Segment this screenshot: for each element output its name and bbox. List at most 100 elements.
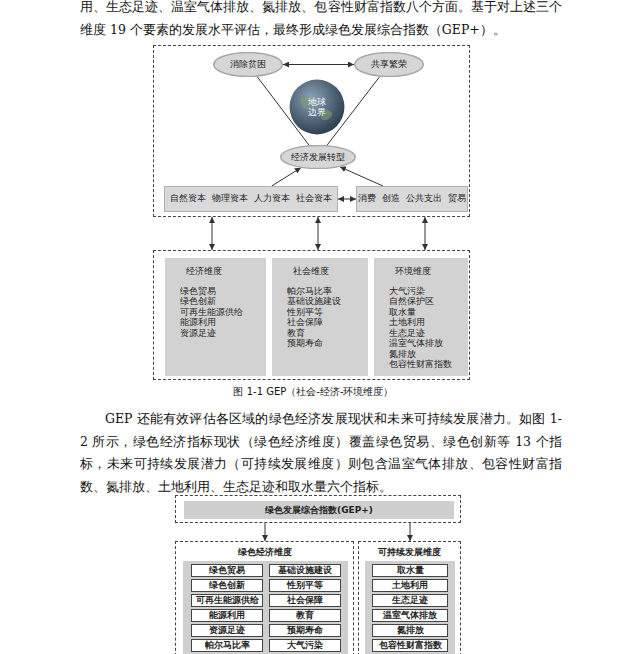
indicator-box: 土地利用 (372, 579, 448, 592)
node-text: 人力资本 (254, 193, 290, 205)
node-text: 社会保障 (287, 317, 368, 328)
indicator-box: 社会保障 (269, 594, 341, 607)
dimension-frame: 绿色经济维度绿色贸易 基础设施建设绿色创新 性别平等可再生能源供给 社会保障能源利用 教… (175, 541, 354, 654)
node-text: 可再生能源供给 (196, 595, 259, 607)
node-text: 绿色贸易 (180, 286, 266, 297)
node-text: 性别平等 (287, 307, 368, 318)
node-text: 物理资本 (212, 193, 248, 205)
node-text: 公共支出 (406, 193, 442, 205)
node-text: 创造 (382, 193, 400, 205)
connector (265, 523, 266, 541)
goal-ellipse: 共享繁荣 (354, 52, 424, 77)
node-text: 氮排放 (389, 349, 468, 360)
dimension-panel: 环境维度大气污染自然保护区取水量土地利用生态足迹温室气体排放氮排放包容性财富指数 (374, 258, 468, 376)
figure-caption: 图 1-1 GEP（社会-经济-环境维度） (0, 385, 627, 399)
node-text: 社会维度 (293, 266, 368, 277)
node-text: 共享繁荣 (371, 58, 407, 71)
node-text: 取水量 (397, 565, 424, 577)
indicator-box: 预期寿命 (269, 624, 341, 637)
globe-node: 地球边界 (289, 79, 345, 135)
node-text: 包容性财富指数 (379, 640, 442, 652)
node-text: 土地利用 (392, 580, 428, 592)
node-text: 大气污染 (287, 640, 323, 652)
node-text: 生态足迹 (392, 595, 428, 607)
connector (340, 167, 383, 186)
indicator-box: 大气污染 (269, 639, 341, 652)
indicator-box: 资源足迹 (191, 624, 263, 637)
connector (410, 523, 411, 541)
node-text: 教育 (287, 328, 368, 339)
paragraph: 用、生态足迹、温室气体排放、氮排放、包容性财富指数八个方面。基于对上述三个维度 … (80, 0, 562, 41)
node-text: 地球边界 (307, 97, 327, 118)
figure-frame: 消除贫困共享繁荣地球边界经济发展转型自然资本物理资本人力资本社会资本消费创造公共… (153, 45, 470, 217)
node-text: 资源足迹 (180, 328, 266, 339)
connector (425, 217, 426, 250)
indicator-box: 绿色创新 (191, 579, 263, 592)
node-text: 生态足迹 (389, 328, 468, 339)
connector (338, 199, 356, 200)
node-text: 绿色创新 (209, 580, 245, 592)
node-text: 自然保护区 (389, 296, 468, 307)
node-text: 可再生能源供给 (180, 307, 266, 318)
node-text: 氮排放 (397, 625, 424, 637)
node-text: 取水量 (389, 307, 468, 318)
node-text: 基础设施建设 (278, 565, 332, 577)
indicator-box: 教育 (269, 609, 341, 622)
node-text: 社会资本 (296, 193, 332, 205)
indicator-box: 基础设施建设 (269, 564, 341, 577)
node-text: 经济发展转型 (291, 151, 345, 164)
index-frame: 绿色发展综合指数(GEP+) (175, 495, 461, 523)
node-text: 绿色发展综合指数(GEP+) (265, 504, 373, 517)
indicator-box: 能源利用 (191, 609, 263, 622)
connector (212, 217, 213, 250)
node-text: 消费 (358, 193, 376, 205)
node-text: 贸易 (448, 193, 466, 205)
paragraph: GEP 还能有效评估各区域的绿色经济发展现状和未来可持续发展潜力。如图 1-2 … (80, 408, 562, 498)
dimension-frame: 经济维度绿色贸易绿色创新可再生能源供给能源利用资源足迹社会维度帕尔马比率基础设施… (153, 250, 470, 380)
node-text: 环境维度 (395, 266, 468, 277)
node-text: 绿色经济维度 (176, 546, 353, 559)
node-text: 预期寿命 (287, 338, 368, 349)
capital-box: 自然资本物理资本人力资本社会资本 (164, 186, 338, 212)
node-text: 帕尔马比率 (287, 286, 368, 297)
dimension-panel: 社会维度帕尔马比率基础设施建设性别平等社会保障教育预期寿命 (272, 258, 368, 376)
node-text: 包容性财富指数 (389, 359, 468, 370)
indicator-panel: 取水量土地利用生态足迹温室气体排放氮排放包容性财富指数 (365, 561, 455, 654)
node-text: 能源利用 (180, 317, 266, 328)
node-text: 基础设施建设 (287, 296, 368, 307)
node-text: 温室气体排放 (383, 610, 437, 622)
dimension-panel: 经济维度绿色贸易绿色创新可再生能源供给能源利用资源足迹 (165, 258, 266, 376)
node-text: 可持续发展维度 (359, 546, 460, 559)
connector (283, 64, 354, 65)
connector (318, 217, 319, 250)
transition-ellipse: 经济发展转型 (280, 145, 356, 169)
node-text: 经济维度 (186, 266, 266, 277)
node-text: 性别平等 (287, 580, 323, 592)
dimension-frame: 可持续发展维度取水量土地利用生态足迹温室气体排放氮排放包容性财富指数 (358, 541, 461, 654)
indicator-box: 性别平等 (269, 579, 341, 592)
node-text: 消除贫困 (230, 58, 266, 71)
connector (272, 168, 301, 186)
indicator-box: 可再生能源供给 (191, 594, 263, 607)
node-text: 社会保障 (287, 595, 323, 607)
node-text: 绿色贸易 (209, 565, 245, 577)
indicator-box: 取水量 (372, 564, 448, 577)
indicator-panel: 绿色贸易 基础设施建设绿色创新 性别平等可再生能源供给 社会保障能源利用 教育资源足迹 预… (183, 561, 348, 654)
node-text: 大气污染 (389, 286, 468, 297)
goal-ellipse: 消除贫困 (213, 52, 283, 77)
indicator-box: 温室气体排放 (372, 609, 448, 622)
node-text: 预期寿命 (287, 625, 323, 637)
node-text: 绿色创新 (180, 296, 266, 307)
indicator-box: 氮排放 (372, 624, 448, 637)
indicator-box: 帕尔马比率 (191, 639, 263, 652)
indicator-box: 生态足迹 (372, 594, 448, 607)
node-text: 帕尔马比率 (205, 640, 250, 652)
node-text: 能源利用 (209, 610, 245, 622)
activity-box: 消费创造公共支出贸易 (356, 186, 468, 212)
indicator-box: 包容性财富指数 (372, 639, 448, 652)
node-text: 教育 (296, 610, 314, 622)
node-text: 自然资本 (170, 193, 206, 205)
indicator-box: 绿色贸易 (191, 564, 263, 577)
index-box: 绿色发展综合指数(GEP+) (184, 501, 454, 519)
node-text: 温室气体排放 (389, 338, 468, 349)
